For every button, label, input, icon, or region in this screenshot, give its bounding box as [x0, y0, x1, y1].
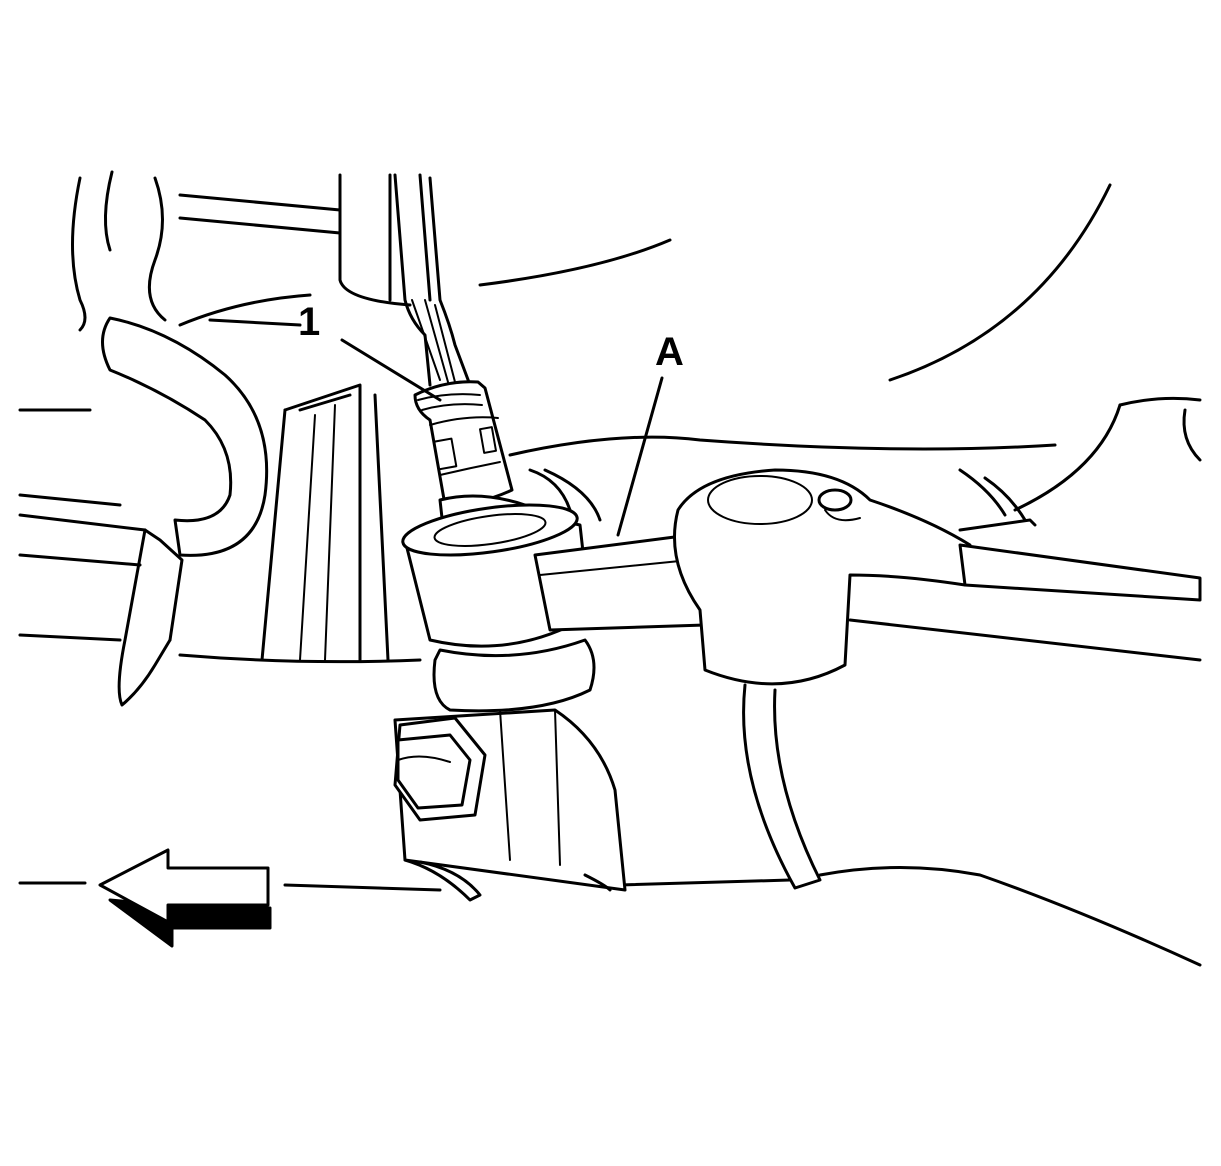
callout-1-label: 1	[298, 300, 320, 344]
callout-1-leader	[340, 338, 442, 402]
direction-arrow-icon	[98, 848, 272, 948]
oxygen-sensor-assembly	[393, 173, 1202, 890]
callout-a-label: A	[655, 330, 684, 374]
underbody-structure	[18, 170, 1202, 967]
bracket-and-bolt	[393, 708, 627, 902]
callout-a-leader	[616, 376, 664, 537]
